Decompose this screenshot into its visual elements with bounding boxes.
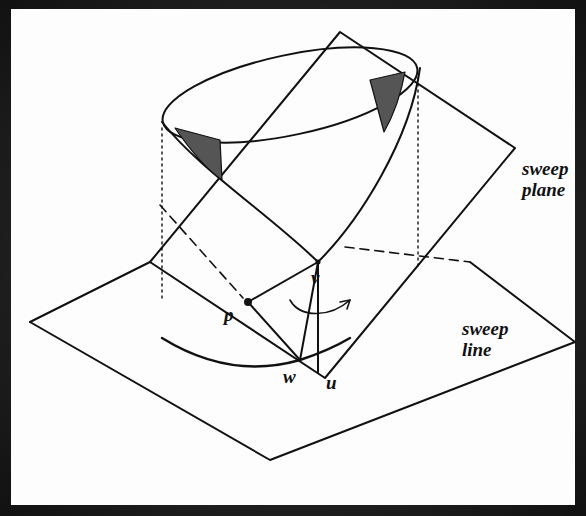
point-label: p	[224, 304, 234, 325]
plane-label: sweep line	[462, 318, 524, 360]
plane-label: sweep plane	[522, 158, 582, 200]
point-label: v	[311, 267, 319, 288]
point-label: u	[326, 372, 337, 393]
paper-ground	[11, 9, 575, 505]
point-label: w	[283, 366, 296, 387]
